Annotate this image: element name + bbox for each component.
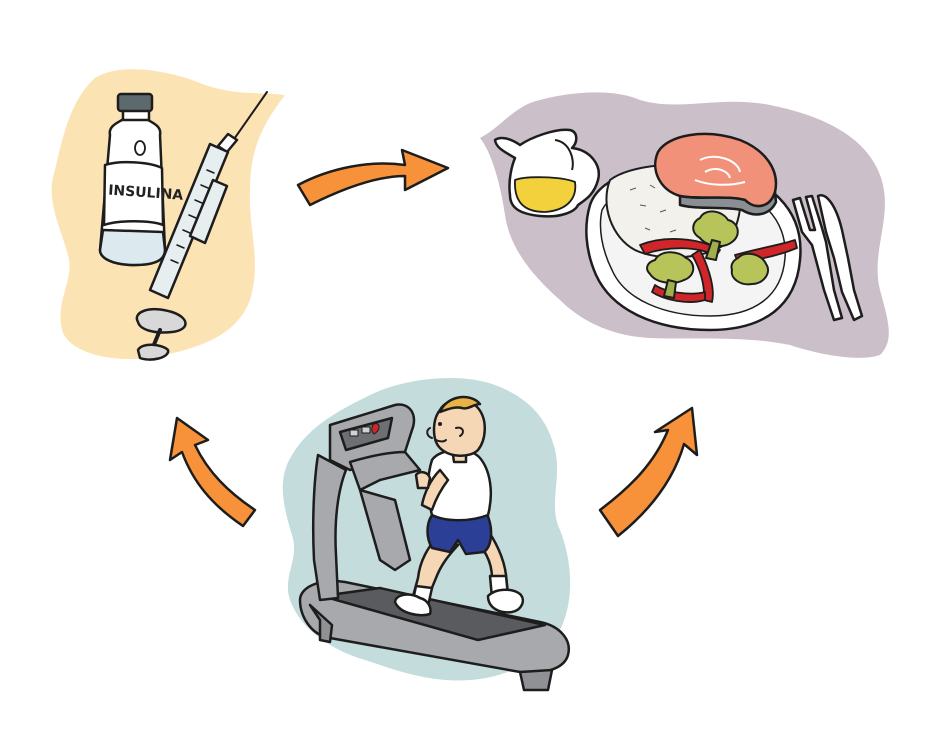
meal-plate-icon: [585, 132, 802, 332]
fork-icon: [791, 194, 844, 322]
treadmill-icon: [298, 403, 571, 692]
arrow-insulin-to-meal: [296, 148, 450, 207]
vial-label: INSULINA: [108, 182, 184, 203]
broccoli: [646, 210, 770, 299]
syringe-icon: [135, 91, 268, 361]
insulin-vial-icon: INSULINA: [98, 92, 184, 267]
knife-icon: [816, 194, 864, 322]
oil-jug-icon: [493, 128, 601, 218]
runner-icon: [393, 395, 524, 617]
insulin-panel: INSULINA: [51, 69, 285, 361]
arrow-exercise-to-insulin: [168, 416, 257, 528]
meal-panel: [480, 92, 889, 358]
exercise-panel: [282, 377, 571, 692]
arrow-exercise-to-meal: [598, 406, 699, 538]
cycle-arrows: [168, 148, 699, 538]
